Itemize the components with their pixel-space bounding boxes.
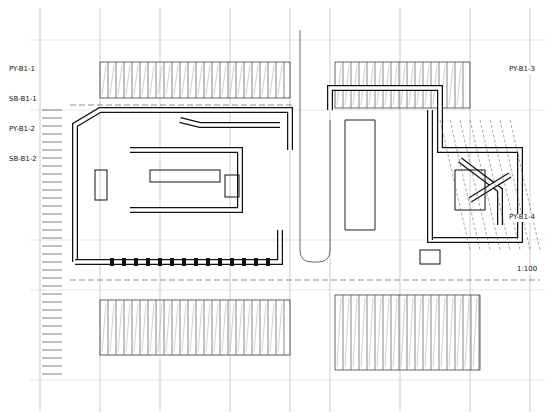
equipment-tag: PY-B1-2: [8, 126, 36, 134]
equipment-tag: SB-B1-2: [8, 156, 38, 164]
plan-linework: [30, 8, 545, 412]
equipment-tag: PY-B1-1: [8, 66, 36, 74]
equipment-tag: PY-B1-3: [508, 66, 536, 74]
equipment-tag: SB-B1-1: [8, 96, 38, 104]
equipment-tag: 1:100: [516, 266, 538, 274]
equipment-tag: PY-B1-4: [508, 214, 536, 222]
